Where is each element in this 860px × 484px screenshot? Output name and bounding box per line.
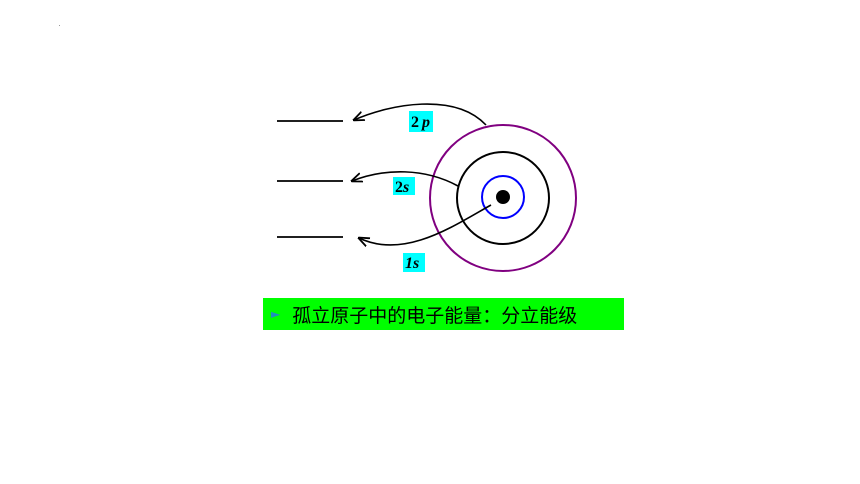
label-1s: 1s bbox=[405, 255, 419, 272]
label-2s: 2s bbox=[395, 179, 409, 196]
caption-text: 孤立原子中的电子能量：分立能级 bbox=[292, 304, 578, 327]
corner-dot bbox=[59, 25, 60, 26]
triangle-right-icon: ► bbox=[271, 307, 281, 321]
orbit-2p bbox=[429, 124, 577, 272]
orbit-2s bbox=[456, 151, 550, 245]
label-2s-highlight bbox=[393, 177, 415, 195]
label-1s-highlight bbox=[403, 253, 425, 272]
caption-box: ► 孤立原子中的电子能量：分立能级 bbox=[263, 298, 624, 330]
label-2p-highlight bbox=[409, 111, 433, 132]
nucleus bbox=[496, 190, 510, 204]
orbit-1s bbox=[481, 175, 525, 219]
arrow-1s bbox=[359, 204, 492, 245]
arrow-2p bbox=[354, 103, 487, 126]
arrow-2s bbox=[352, 171, 459, 187]
